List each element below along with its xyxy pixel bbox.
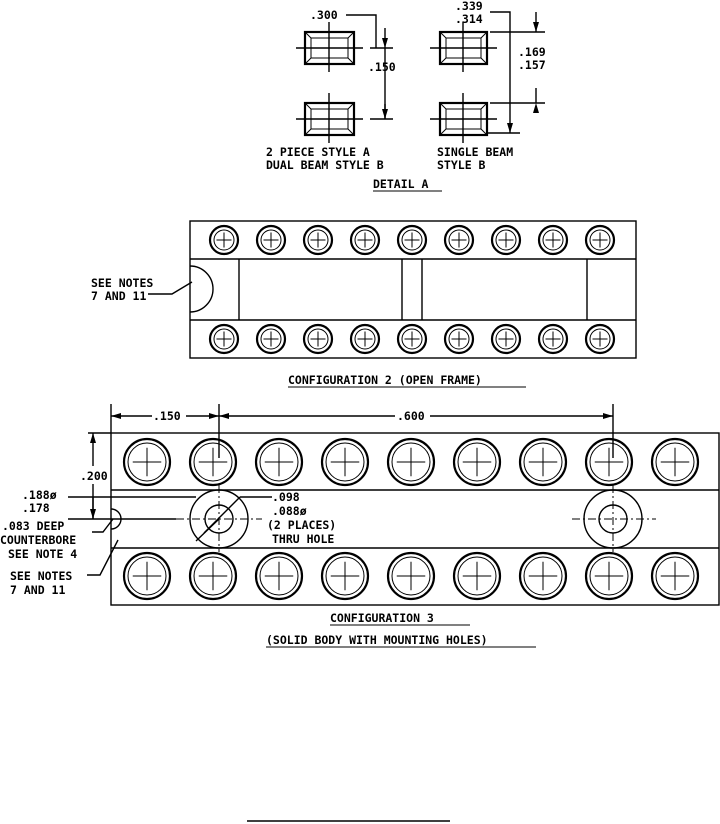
dim-098: .098 bbox=[272, 490, 300, 504]
counterbore-label: COUNTERBORE bbox=[0, 533, 76, 547]
dim-150-detail: .150 bbox=[368, 60, 396, 74]
dim-314: .314 bbox=[455, 12, 483, 26]
config3-subtitle: (SOLID BODY WITH MOUNTING HOLES) bbox=[266, 633, 488, 647]
dim-339: .339 bbox=[455, 0, 483, 13]
config2-note-2: 7 AND 11 bbox=[91, 289, 146, 303]
pin-hole bbox=[386, 551, 436, 601]
config3-pin-holes bbox=[122, 437, 700, 601]
pin-hole bbox=[396, 224, 428, 256]
pin-hole bbox=[255, 323, 287, 355]
detail-a: .300 .150 .339 .31 bbox=[266, 0, 546, 192]
contact-2piece-bottom bbox=[296, 93, 363, 143]
pin-hole bbox=[349, 323, 381, 355]
pin-hole bbox=[584, 437, 634, 487]
pin-hole bbox=[208, 323, 240, 355]
pin-hole bbox=[584, 323, 616, 355]
pin-hole bbox=[584, 551, 634, 601]
pin-hole bbox=[452, 437, 502, 487]
pin-hole bbox=[537, 224, 569, 256]
pin-hole bbox=[650, 551, 700, 601]
pin-hole bbox=[122, 551, 172, 601]
config3-note-1: SEE NOTES bbox=[10, 569, 72, 583]
pin-hole bbox=[650, 437, 700, 487]
dim-178: .178 bbox=[22, 501, 50, 515]
pin-hole bbox=[188, 551, 238, 601]
pin-hole bbox=[452, 551, 502, 601]
config3-note-2: 7 AND 11 bbox=[10, 583, 65, 597]
label-2piece: 2 PIECE STYLE A bbox=[266, 145, 370, 159]
config2-note-1: SEE NOTES bbox=[91, 276, 153, 290]
contact-single-beam-bottom bbox=[430, 93, 497, 143]
dim-150-config3: .150 bbox=[153, 409, 181, 423]
pin-hole bbox=[349, 224, 381, 256]
pin-hole bbox=[443, 323, 475, 355]
dim-200: .200 bbox=[80, 469, 108, 483]
config2-title: CONFIGURATION 2 (OPEN FRAME) bbox=[288, 373, 482, 387]
configuration-2: SEE NOTES 7 AND 11 CONFIGURATION 2 (OPEN… bbox=[91, 220, 637, 388]
label-dual-beam: DUAL BEAM STYLE B bbox=[266, 158, 384, 172]
pin-hole bbox=[188, 437, 238, 487]
pin-hole bbox=[302, 323, 334, 355]
pin-hole bbox=[122, 437, 172, 487]
pin-hole bbox=[584, 224, 616, 256]
dim-088: .088ø bbox=[272, 504, 307, 518]
pin-hole bbox=[254, 437, 304, 487]
detail-a-title: DETAIL A bbox=[373, 177, 428, 191]
dim-169: .169 bbox=[518, 45, 546, 59]
pin-hole bbox=[490, 323, 522, 355]
label-single-beam: SINGLE BEAM bbox=[437, 145, 513, 159]
dim-157: .157 bbox=[518, 58, 546, 72]
pin-hole bbox=[518, 437, 568, 487]
pin-hole bbox=[255, 224, 287, 256]
thru-hole: THRU HOLE bbox=[272, 532, 334, 546]
pin-hole bbox=[254, 551, 304, 601]
mounting-hole-right bbox=[572, 485, 656, 552]
dim-188: .188ø bbox=[22, 488, 57, 502]
contact-2piece-top bbox=[296, 22, 363, 72]
pin-hole bbox=[302, 224, 334, 256]
pin-hole bbox=[443, 224, 475, 256]
config3-title: CONFIGURATION 3 bbox=[330, 611, 434, 625]
pin-hole bbox=[208, 224, 240, 256]
pin-hole bbox=[386, 437, 436, 487]
pin-hole bbox=[518, 551, 568, 601]
counterbore-note: SEE NOTE 4 bbox=[8, 547, 77, 561]
two-places: (2 PLACES) bbox=[267, 518, 336, 532]
label-style-b: STYLE B bbox=[437, 158, 486, 172]
pin-hole bbox=[320, 551, 370, 601]
contact-single-beam-top bbox=[430, 22, 497, 72]
counterbore-depth: .083 DEEP bbox=[2, 519, 64, 533]
pin-hole bbox=[490, 224, 522, 256]
open-frame-body bbox=[189, 220, 637, 359]
dim-600: .600 bbox=[397, 409, 425, 423]
pin-hole bbox=[396, 323, 428, 355]
pin-hole bbox=[320, 437, 370, 487]
dim-300: .300 bbox=[310, 8, 338, 22]
mounting-hole-left bbox=[176, 485, 262, 552]
pin-hole bbox=[537, 323, 569, 355]
config2-pin-holes bbox=[208, 224, 616, 355]
configuration-3: .150 .600 .200 .188ø .178 .098 .088ø (2 … bbox=[0, 404, 720, 648]
